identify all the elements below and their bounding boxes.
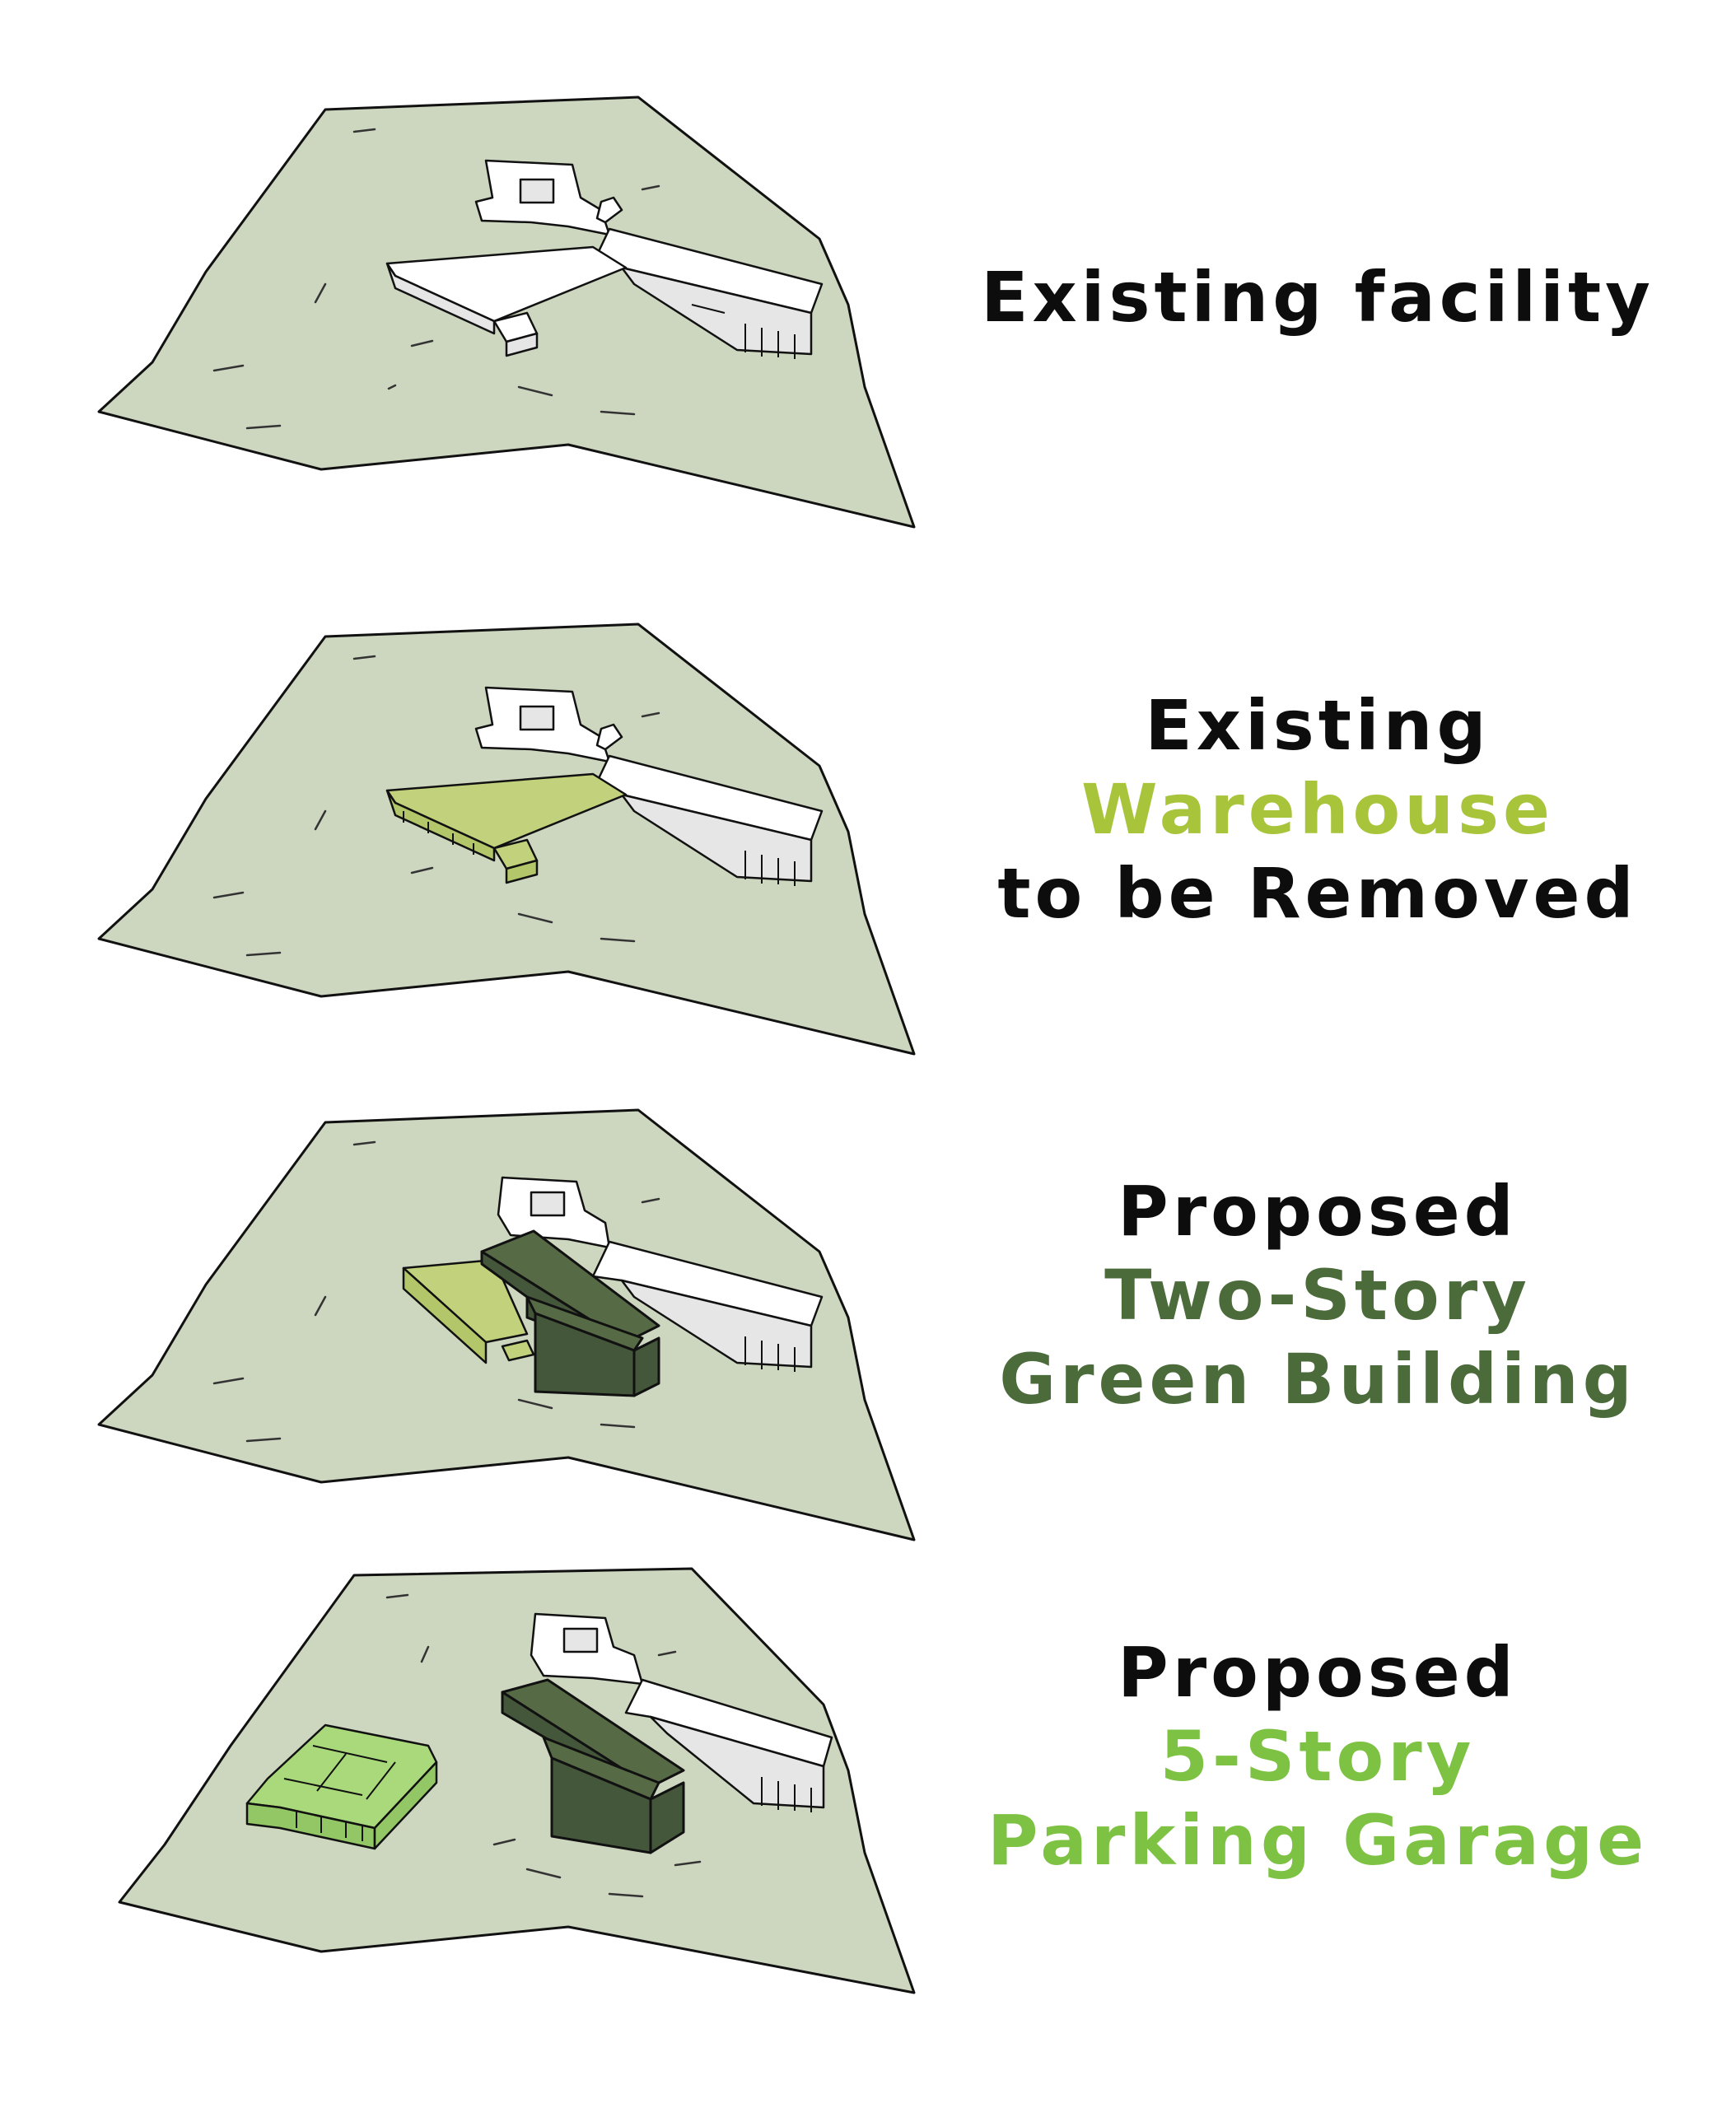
proposed-two-story-green-building — [501, 1678, 685, 1854]
ground-scuffs — [385, 1593, 702, 1898]
existing-facility — [530, 1612, 833, 1812]
caption-line: Proposed — [1118, 1171, 1518, 1252]
existing-facility — [385, 159, 824, 359]
caption-line: Two-Story — [1104, 1255, 1531, 1336]
caption-line: 5-Story — [1160, 1716, 1476, 1797]
panel-caption: Proposed Two-Story Green Building — [947, 1169, 1688, 1421]
caption-line: Existing — [1145, 685, 1491, 766]
caption-line: Proposed — [1118, 1632, 1518, 1713]
panel-existing-facility: Existing facility — [0, 82, 1736, 593]
panel-parking-garage: Proposed 5-Story Parking Garage — [0, 1548, 1736, 2059]
panel-caption: Existing facility — [947, 255, 1688, 339]
site-massing-model — [118, 1567, 916, 1994]
ground-scuffs — [212, 655, 660, 957]
panel-warehouse-removed: Existing Warehouse to be Removed — [0, 609, 1736, 1120]
existing-facility — [497, 1176, 824, 1372]
caption-line: Parking Garage — [987, 1800, 1649, 1881]
caption-line: Existing facility — [981, 257, 1654, 338]
panel-caption: Proposed 5-Story Parking Garage — [947, 1630, 1688, 1882]
ground-scuffs — [212, 1140, 660, 1443]
warehouse-to-be-removed — [385, 772, 628, 884]
caption-line: to be Removed — [997, 853, 1638, 934]
proposed-two-story-green-building — [480, 1229, 660, 1397]
caption-line: Warehouse — [1080, 769, 1555, 850]
panel-green-building: Proposed Two-Story Green Building — [0, 1095, 1736, 1606]
site-massing-model — [97, 623, 916, 1056]
proposed-5-story-parking-garage — [245, 1723, 438, 1850]
caption-line: Green Building — [999, 1339, 1636, 1420]
existing-facility — [474, 686, 824, 886]
site-massing-model — [97, 96, 916, 529]
panel-caption: Existing Warehouse to be Removed — [947, 683, 1688, 935]
site-ground — [118, 1567, 916, 1994]
warehouse-remaining — [402, 1258, 535, 1364]
ground-scuffs — [212, 128, 660, 430]
site-massing-model — [97, 1108, 916, 1541]
